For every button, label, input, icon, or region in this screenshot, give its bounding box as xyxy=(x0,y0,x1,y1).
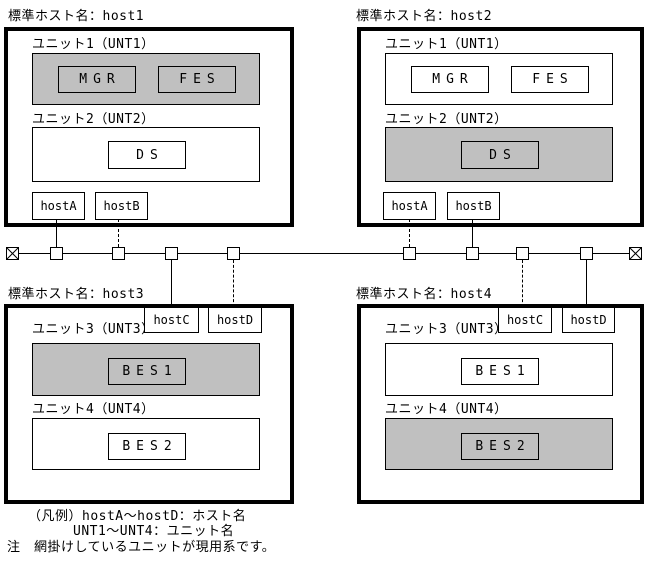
connector-host3-hostc xyxy=(171,260,172,307)
connector-host2-hostb xyxy=(472,219,473,247)
hostname-box-hostb: hostB xyxy=(447,192,500,220)
unit-label-unt3: ユニット3（UNT3） xyxy=(32,322,155,337)
connector-host4-hostd xyxy=(586,260,587,307)
hostname-box-hosta: hostA xyxy=(32,192,85,220)
bus-node xyxy=(466,247,479,260)
bus-terminator-left-icon xyxy=(6,247,19,260)
server-box-bes2: BES2 xyxy=(461,433,539,460)
host-title-host3: 標準ホスト名：host3 xyxy=(8,287,145,302)
unit-label-unt4: ユニット4（UNT4） xyxy=(385,402,508,417)
connector-host4-hostc xyxy=(522,260,523,307)
hostname-box-hostb: hostB xyxy=(95,192,148,220)
legend-note: 注 網掛けしているユニットが現用系です。 xyxy=(7,540,276,555)
connector-host2-hosta xyxy=(409,219,410,247)
hostname-box-hostd: hostD xyxy=(562,307,615,333)
unit-label-unt4: ユニット4（UNT4） xyxy=(32,402,155,417)
network-bus-line xyxy=(13,253,633,254)
unit-label-unt1: ユニット1（UNT1） xyxy=(385,37,508,52)
server-box-bes1: BES1 xyxy=(108,358,186,385)
unit-box-unt1-host1: MGR FES xyxy=(32,53,260,105)
connector-host3-hostd xyxy=(233,260,234,307)
hostname-box-hostd: hostD xyxy=(208,307,262,333)
server-box-fes: FES xyxy=(511,66,589,93)
unit-box-unt4-host4: BES2 xyxy=(385,418,613,470)
unit-label-unt2: ユニット2（UNT2） xyxy=(385,112,508,127)
bus-node xyxy=(50,247,63,260)
hostname-box-hostc: hostC xyxy=(498,307,552,333)
host-block-host3: hostC hostD ユニット3（UNT3） BES1 ユニット4（UNT4）… xyxy=(4,304,294,504)
host-block-host1: ユニット1（UNT1） MGR FES ユニット2（UNT2） DS hostA… xyxy=(4,27,294,227)
unit-label-unt1: ユニット1（UNT1） xyxy=(32,37,155,52)
bus-node xyxy=(403,247,416,260)
hostname-box-hostc: hostC xyxy=(144,307,199,333)
bus-terminator-right-icon xyxy=(629,247,642,260)
host-title-host1: 標準ホスト名：host1 xyxy=(8,9,145,24)
unit-label-unt3: ユニット3（UNT3） xyxy=(385,322,508,337)
bus-node xyxy=(580,247,593,260)
host-block-host2: ユニット1（UNT1） MGR FES ユニット2（UNT2） DS hostA… xyxy=(357,27,644,227)
unit-box-unt4-host3: BES2 xyxy=(32,418,260,470)
host-title-host2: 標準ホスト名：host2 xyxy=(356,9,493,24)
unit-box-unt2-host1: DS xyxy=(32,127,260,182)
unit-box-unt2-host2: DS xyxy=(385,127,613,182)
unit-box-unt3-host3: BES1 xyxy=(32,343,260,396)
server-box-bes1: BES1 xyxy=(461,358,539,385)
legend-line-hosts: （凡例）hostA～hostD：ホスト名 xyxy=(28,509,247,524)
bus-node xyxy=(112,247,125,260)
bus-node xyxy=(165,247,178,260)
bus-node xyxy=(227,247,240,260)
server-box-ds: DS xyxy=(461,141,539,169)
unit-label-unt2: ユニット2（UNT2） xyxy=(32,112,155,127)
connector-host1-hosta xyxy=(56,219,57,247)
legend-line-units: UNT1～UNT4：ユニット名 xyxy=(73,524,235,539)
connector-host1-hostb xyxy=(118,219,119,247)
server-box-mgr: MGR xyxy=(411,66,489,93)
host-title-host4: 標準ホスト名：host4 xyxy=(356,287,493,302)
host-block-host4: hostC hostD ユニット3（UNT3） BES1 ユニット4（UNT4）… xyxy=(357,304,644,504)
unit-box-unt3-host4: BES1 xyxy=(385,343,613,396)
unit-box-unt1-host2: MGR FES xyxy=(385,53,613,105)
bus-node xyxy=(516,247,529,260)
server-box-mgr: MGR xyxy=(58,66,136,93)
hostname-box-hosta: hostA xyxy=(383,192,436,220)
server-box-bes2: BES2 xyxy=(108,433,186,460)
server-box-ds: DS xyxy=(108,141,186,169)
server-box-fes: FES xyxy=(158,66,236,93)
